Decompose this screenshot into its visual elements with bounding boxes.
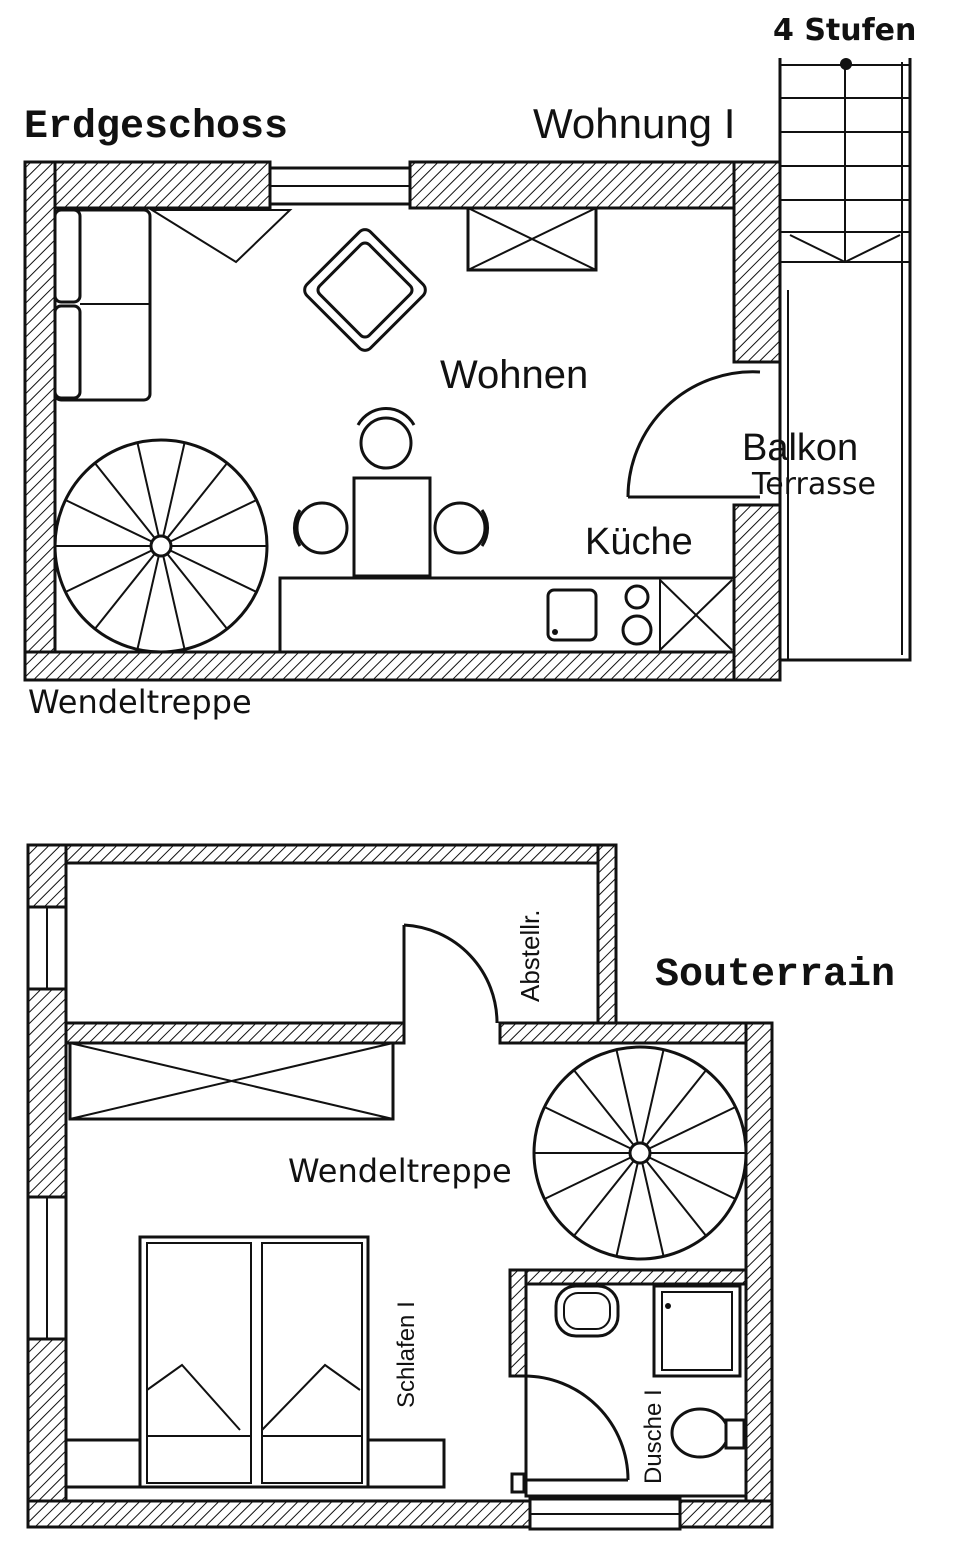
bathroom <box>523 1282 748 1498</box>
basement-plan: Souterrain Abstellr. Wendeltreppe Schlaf… <box>26 843 895 1531</box>
spiral-stair-label-ground: Wendeltreppe <box>28 683 252 721</box>
stair-tread <box>639 1106 736 1154</box>
stair-tread <box>160 462 228 547</box>
stair-tread <box>615 1049 641 1154</box>
exterior-steps <box>780 58 910 264</box>
kitchen-counter <box>278 576 736 654</box>
stairs-note: 4 Stufen <box>773 13 916 48</box>
corner-furniture <box>148 209 293 264</box>
stair-tread <box>639 1152 665 1257</box>
room-label-shower: Dusche I <box>640 1389 667 1484</box>
stair-tread <box>639 1152 707 1237</box>
stair-tread <box>160 545 186 650</box>
sofa <box>53 208 152 402</box>
spiral-staircase-ground <box>53 438 269 654</box>
room-label-kitchen: Küche <box>585 521 693 563</box>
stair-tread <box>136 442 162 547</box>
room-label-terrace: Terrasse <box>751 467 876 502</box>
stair-tread <box>160 499 257 547</box>
stair-tread <box>136 545 162 650</box>
double-bed <box>64 1235 446 1489</box>
balcony-door <box>626 370 761 499</box>
room-label-storage: Abstellr. <box>515 910 545 1003</box>
basement-walls <box>26 843 774 1531</box>
stair-tread <box>544 1106 641 1154</box>
spiral-stair-label-basement: Wendeltreppe <box>288 1152 512 1190</box>
balcony-terrace <box>778 58 912 662</box>
stair-tread <box>615 1152 641 1257</box>
dining-set <box>293 407 489 578</box>
stair-tread <box>639 1049 665 1154</box>
floor-title-ground: Erdgeschoss <box>24 105 288 150</box>
stair-tread <box>639 1069 707 1154</box>
stair-tread <box>160 545 228 630</box>
stair-tread <box>573 1152 641 1237</box>
room-label-balcony: Balkon <box>742 427 858 469</box>
ground-floor-plan: Erdgeschoss Wohnung I 4 Stufen Wohnen Ba… <box>23 13 916 721</box>
room-label-bedroom: Schlafen I <box>393 1301 420 1408</box>
stair-tread <box>65 545 162 593</box>
stair-tread <box>94 545 162 630</box>
stair-tread <box>573 1069 641 1154</box>
armchair <box>303 228 427 352</box>
stair-tread <box>160 442 186 547</box>
room-label-living: Wohnen <box>440 353 588 397</box>
stair-tread <box>639 1152 736 1200</box>
stair-tread <box>65 499 162 547</box>
unit-label: Wohnung I <box>533 100 735 147</box>
stair-tread <box>94 462 162 547</box>
storage-door <box>402 923 499 1043</box>
wardrobe <box>68 1041 395 1121</box>
cabinet <box>466 206 598 272</box>
spiral-staircase-basement <box>532 1045 748 1261</box>
ground-floor-walls <box>23 160 782 682</box>
stair-tread <box>544 1152 641 1200</box>
floor-title-basement: Souterrain <box>655 953 895 998</box>
stair-tread <box>160 545 257 593</box>
